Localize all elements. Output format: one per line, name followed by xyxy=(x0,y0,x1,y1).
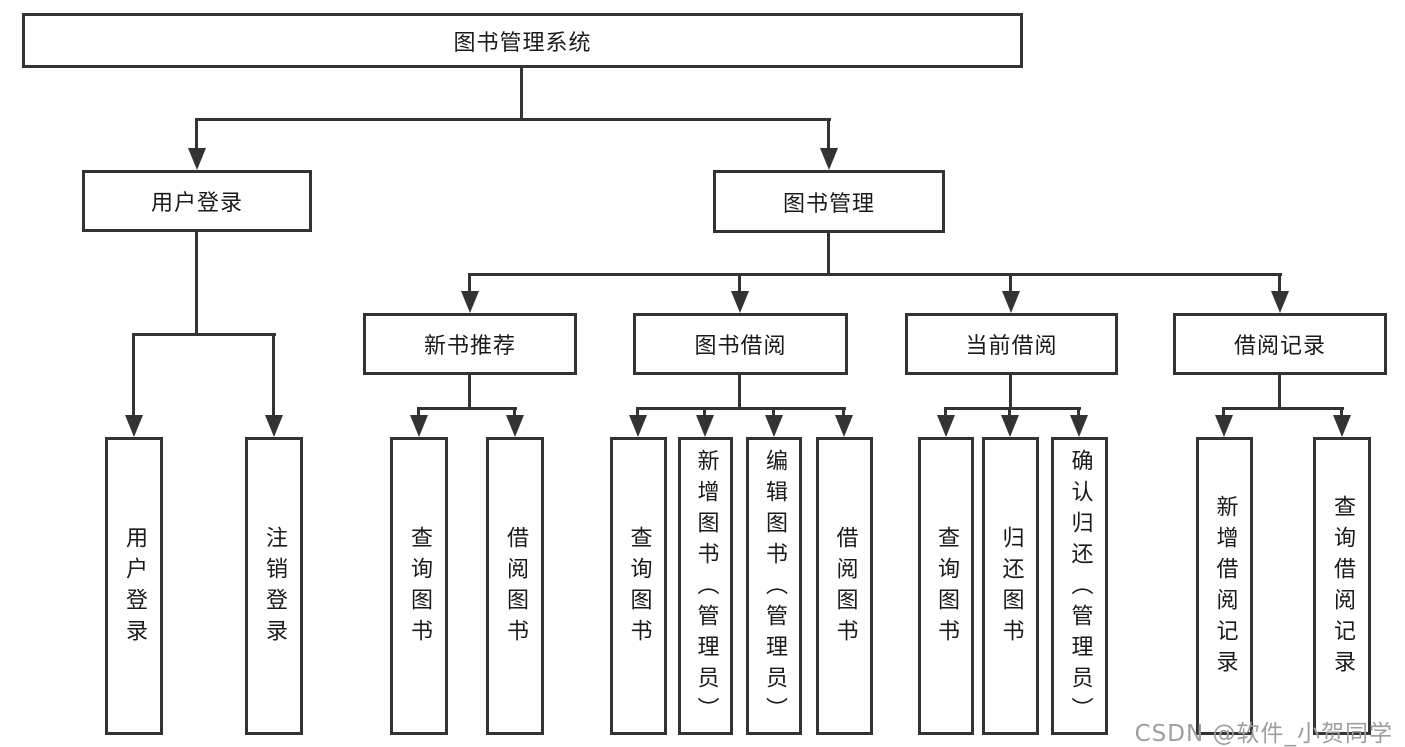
arrow-down-icon xyxy=(461,291,479,313)
leaf-return-books: 归还图书 xyxy=(982,437,1039,735)
connector-line xyxy=(738,375,741,410)
leaf-add-borrow-record-label: 新增借阅记录 xyxy=(1212,495,1238,681)
connector-line xyxy=(513,407,516,419)
arrow-down-icon xyxy=(1215,415,1233,437)
leaf-edit-books-admin-label: 编辑图书（管理员） xyxy=(762,448,787,728)
arrow-down-icon xyxy=(1002,291,1020,313)
arrow-down-icon xyxy=(835,415,853,437)
arrow-down-icon xyxy=(506,415,524,437)
connector-line xyxy=(827,233,830,276)
connector-line xyxy=(132,333,276,336)
leaf-logout-label: 注销登录 xyxy=(262,526,287,650)
leaf-query-books-borrow: 查询图书 xyxy=(610,437,667,735)
leaf-user-login: 用户登录 xyxy=(105,437,163,735)
connector-line xyxy=(842,407,845,419)
arrow-down-icon xyxy=(629,415,647,437)
leaf-add-books-admin-label: 新增图书（管理员） xyxy=(693,448,719,728)
connector-line xyxy=(1222,407,1344,410)
arrow-down-icon xyxy=(265,415,283,437)
arrow-down-icon xyxy=(1001,415,1019,437)
connector-line xyxy=(1222,407,1225,419)
connector-line xyxy=(195,232,198,336)
connector-line xyxy=(636,407,639,419)
connector-line xyxy=(520,68,523,120)
csdn-watermark: CSDN @软件_小贺同学 xyxy=(1134,721,1393,747)
leaf-confirm-return-admin: 确认归还（管理员） xyxy=(1051,437,1108,735)
connector-line xyxy=(944,407,947,419)
connector-line xyxy=(132,333,135,419)
arrow-down-icon xyxy=(188,148,206,170)
connector-line xyxy=(1340,407,1343,419)
connector-line xyxy=(772,407,775,419)
arrow-down-icon xyxy=(765,415,783,437)
leaf-confirm-return-admin-label: 确认归还（管理员） xyxy=(1067,448,1093,728)
arrow-down-icon xyxy=(1333,415,1351,437)
node-new-book-recommend: 新书推荐 xyxy=(363,313,577,375)
arrow-down-icon xyxy=(1070,415,1088,437)
connector-line xyxy=(1077,407,1080,419)
leaf-return-books-label: 归还图书 xyxy=(998,526,1024,650)
leaf-query-borrow-record: 查询借阅记录 xyxy=(1313,437,1371,735)
leaf-add-books-admin: 新增图书（管理员） xyxy=(678,437,733,735)
leaf-query-books-current: 查询图书 xyxy=(918,437,974,735)
arrow-down-icon xyxy=(937,415,955,437)
connector-line xyxy=(417,407,517,410)
arrow-down-icon xyxy=(1271,291,1289,313)
leaf-borrow-books: 借阅图书 xyxy=(816,437,873,735)
leaf-borrow-books-recommend: 借阅图书 xyxy=(486,437,544,735)
arrow-down-icon xyxy=(731,291,749,313)
leaf-query-books-recommend: 查询图书 xyxy=(390,437,448,735)
leaf-query-borrow-record-label: 查询借阅记录 xyxy=(1330,495,1355,681)
leaf-query-books-borrow-label: 查询图书 xyxy=(626,526,652,650)
node-book-management: 图书管理 xyxy=(713,170,945,233)
leaf-logout: 注销登录 xyxy=(245,437,303,735)
arrow-down-icon xyxy=(820,148,838,170)
node-book-borrow-label: 图书借阅 xyxy=(694,334,787,359)
connector-line xyxy=(1278,375,1281,410)
connector-line xyxy=(1009,375,1012,410)
leaf-borrow-books-recommend-label: 借阅图书 xyxy=(503,526,528,650)
connector-line xyxy=(195,118,831,121)
connector-line xyxy=(468,375,471,410)
node-user-login-label: 用户登录 xyxy=(150,191,243,216)
connector-line xyxy=(703,407,706,419)
connector-line xyxy=(738,273,741,295)
node-current-borrow: 当前借阅 xyxy=(905,313,1118,375)
connector-line xyxy=(1009,273,1012,295)
connector-line xyxy=(195,118,198,152)
node-new-book-recommend-label: 新书推荐 xyxy=(423,334,516,359)
connector-line xyxy=(1278,273,1281,295)
arrow-down-icon xyxy=(125,415,143,437)
node-borrow-records: 借阅记录 xyxy=(1173,313,1387,375)
node-root: 图书管理系统 xyxy=(22,13,1023,68)
leaf-edit-books-admin: 编辑图书（管理员） xyxy=(746,437,802,735)
node-book-management-label: 图书管理 xyxy=(782,191,875,217)
connector-line xyxy=(468,273,1282,276)
arrow-down-icon xyxy=(410,415,428,437)
connector-line xyxy=(1008,407,1011,419)
node-borrow-records-label: 借阅记录 xyxy=(1233,334,1326,359)
leaf-borrow-books-label: 借阅图书 xyxy=(832,526,858,650)
arrow-down-icon xyxy=(696,415,714,437)
connector-line xyxy=(636,407,846,410)
leaf-query-books-recommend-label: 查询图书 xyxy=(407,526,432,650)
connector-line xyxy=(944,407,1081,410)
node-user-login: 用户登录 xyxy=(82,170,312,232)
node-current-borrow-label: 当前借阅 xyxy=(965,334,1058,359)
connector-line xyxy=(827,118,830,152)
leaf-user-login-label: 用户登录 xyxy=(122,526,147,650)
connector-line xyxy=(272,333,275,419)
leaf-query-books-current-label: 查询图书 xyxy=(934,526,959,650)
node-book-borrow: 图书借阅 xyxy=(633,313,848,375)
leaf-add-borrow-record: 新增借阅记录 xyxy=(1196,437,1253,735)
node-root-label: 图书管理系统 xyxy=(453,30,592,56)
connector-line xyxy=(468,273,471,295)
connector-line xyxy=(417,407,420,419)
